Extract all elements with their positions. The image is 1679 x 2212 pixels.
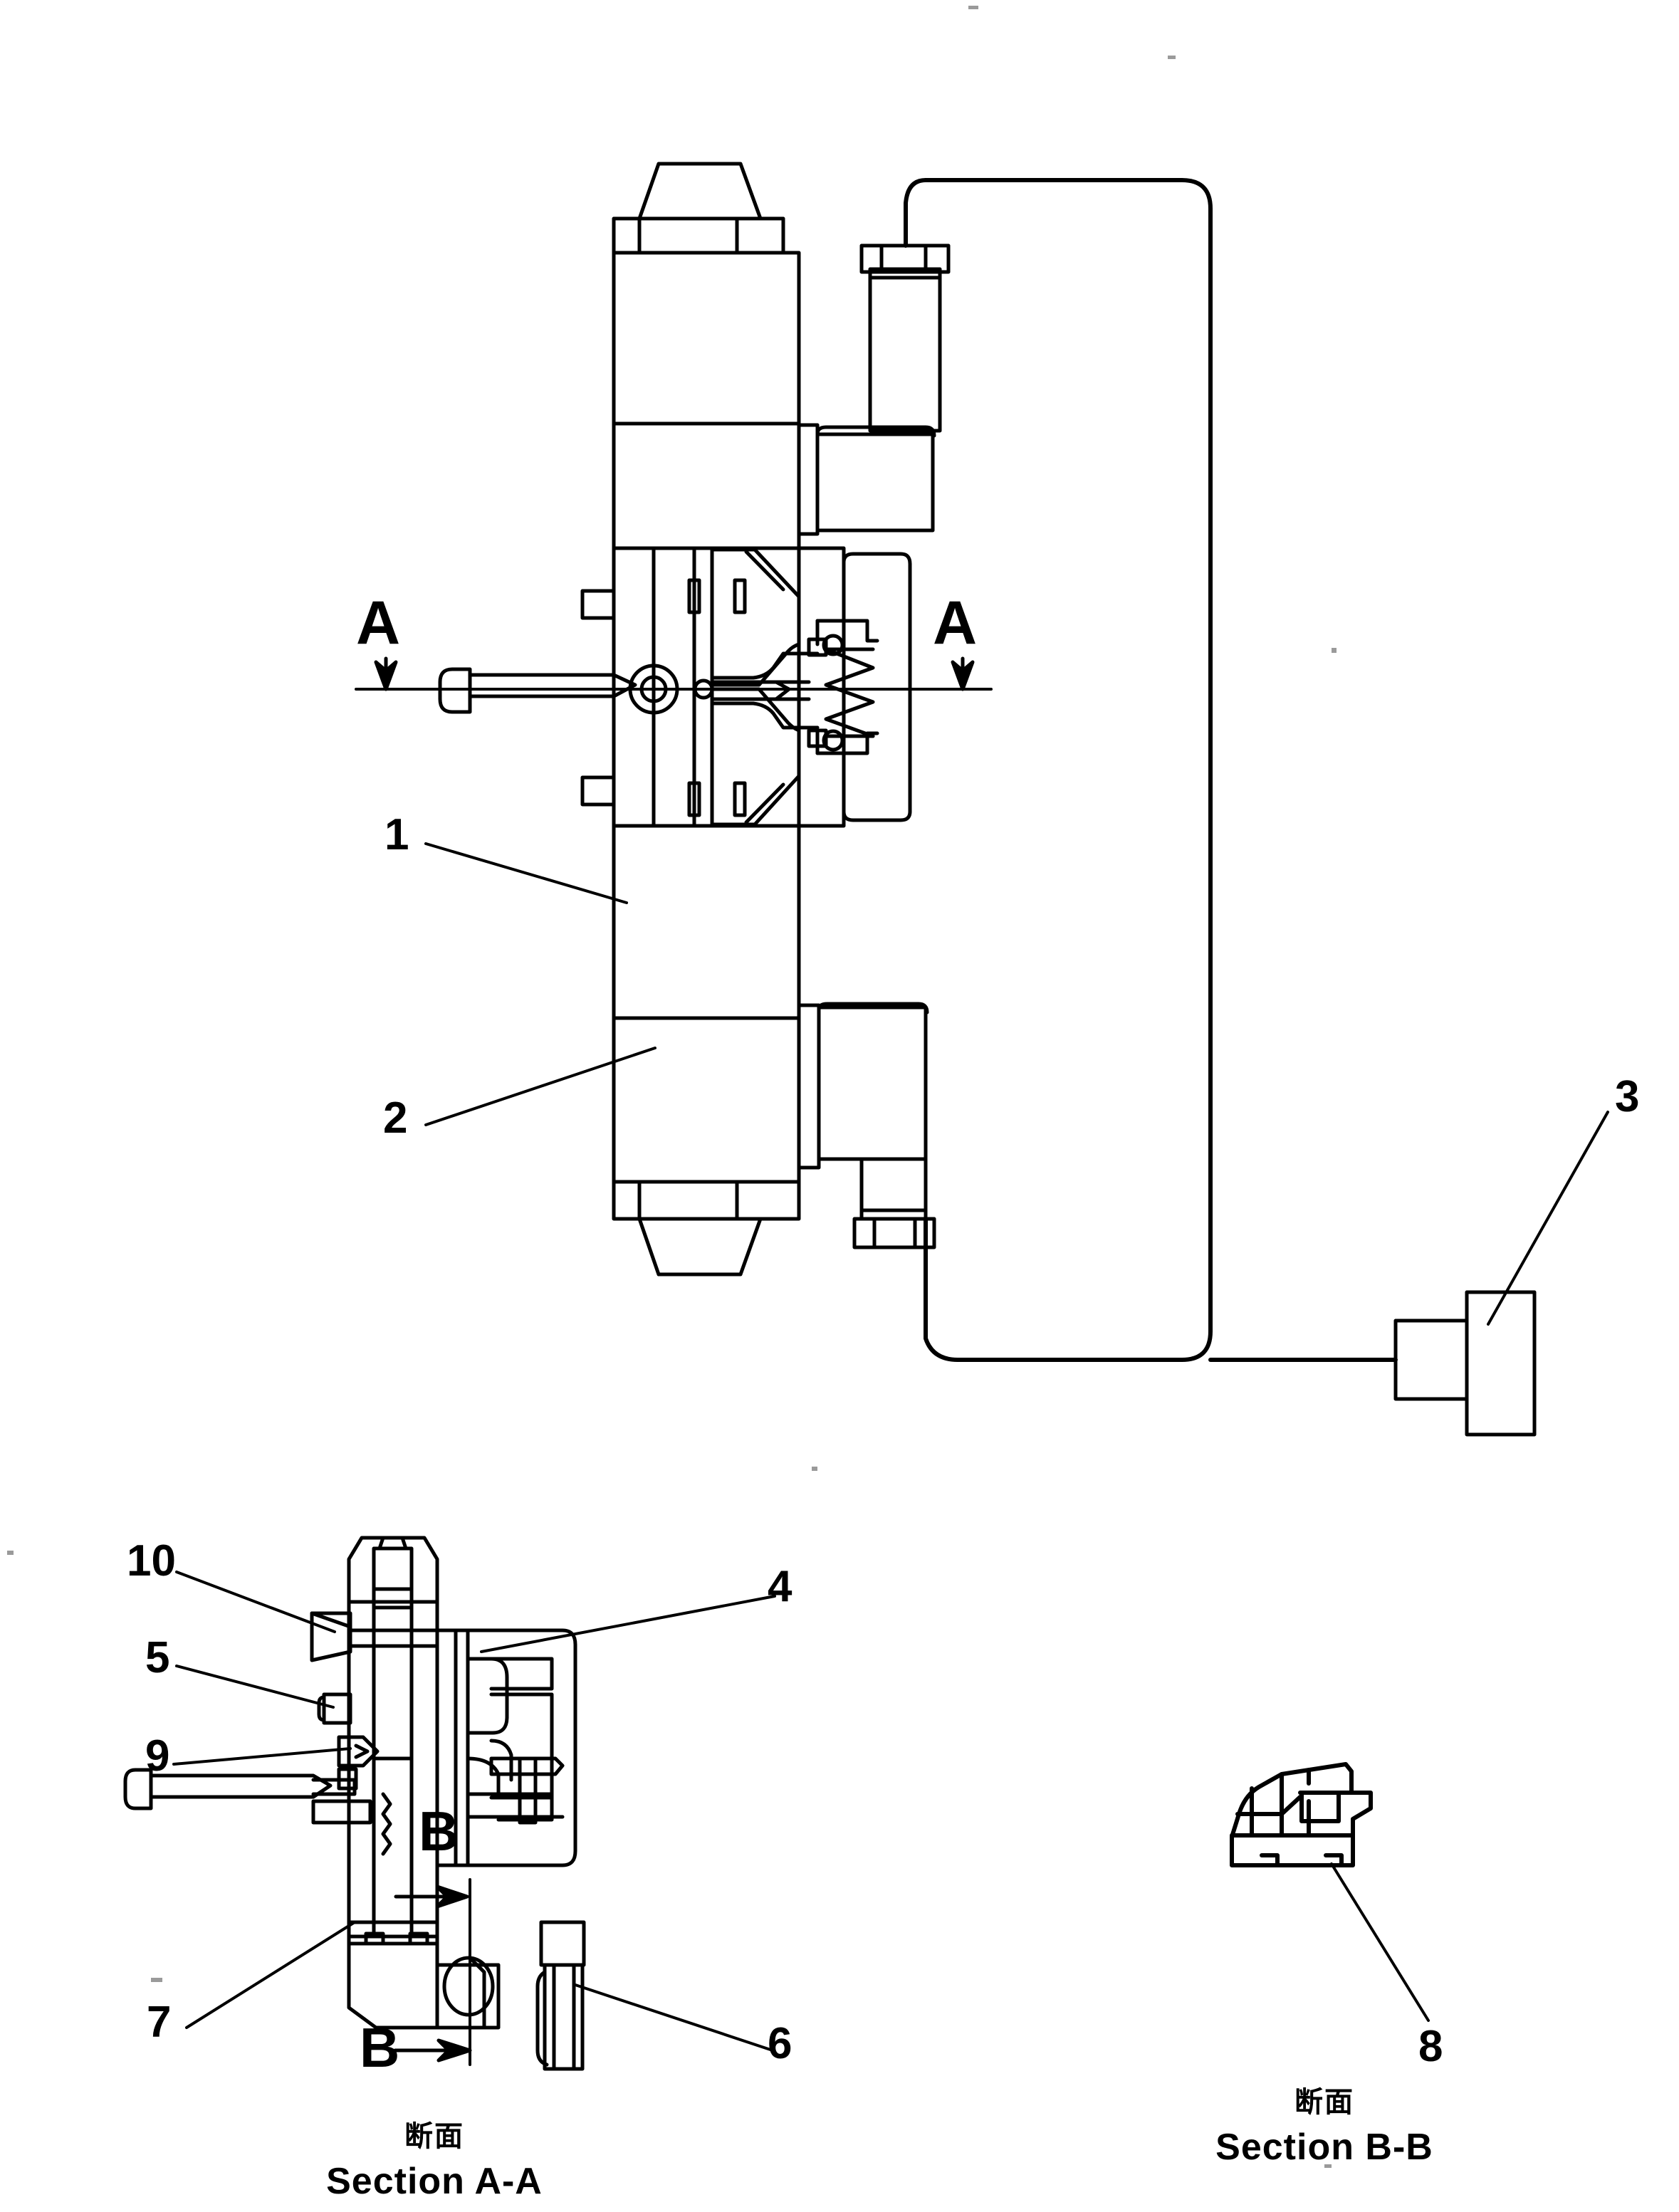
callout-3: 3 bbox=[1615, 1072, 1640, 1121]
scan-speck bbox=[151, 1978, 162, 1982]
callout-1: 1 bbox=[385, 810, 409, 859]
callout-7: 7 bbox=[147, 1998, 172, 2047]
connector-item3 bbox=[1393, 1290, 1537, 1437]
caption-section-bb-jp: 断面 bbox=[1294, 2087, 1354, 2118]
leader-lines-main bbox=[424, 842, 1609, 1326]
valve-body-lower bbox=[612, 824, 936, 1277]
section-marker-b-upper: B bbox=[419, 1800, 459, 1862]
caption-section-aa: 断面 Section A-A bbox=[235, 2113, 634, 2203]
hydraulic-hose-loop bbox=[904, 178, 1398, 1362]
scan-speck bbox=[812, 1467, 817, 1471]
leader-line-section-bb bbox=[1330, 1862, 1430, 2022]
section-marker-a-right: A bbox=[933, 589, 978, 657]
callout-6: 6 bbox=[768, 2019, 793, 2068]
callout-4: 4 bbox=[768, 1562, 793, 1611]
section-aa-drawing bbox=[123, 1536, 586, 2071]
caption-section-aa-jp: 断面 bbox=[404, 2121, 464, 2152]
section-marker-b-lower: B bbox=[360, 2016, 400, 2079]
section-bb-drawing bbox=[1230, 1762, 1373, 1867]
section-marker-arrows-a bbox=[374, 656, 975, 691]
scan-speck bbox=[968, 6, 978, 9]
callout-10: 10 bbox=[127, 1536, 176, 1585]
scan-speck bbox=[1324, 2164, 1332, 2168]
callout-9: 9 bbox=[145, 1731, 170, 1781]
caption-section-bb: 断面 Section B-B bbox=[1125, 2079, 1524, 2169]
caption-section-bb-en: Section B-B bbox=[1215, 2127, 1433, 2168]
callout-2: 2 bbox=[383, 1094, 408, 1143]
valve-body-main bbox=[612, 162, 951, 550]
callout-5: 5 bbox=[145, 1633, 170, 1682]
section-marker-a-left: A bbox=[356, 589, 401, 657]
callout-8: 8 bbox=[1418, 2022, 1443, 2071]
scan-speck bbox=[7, 1551, 14, 1555]
scan-speck bbox=[1332, 648, 1337, 653]
caption-section-aa-en: Section A-A bbox=[326, 2161, 543, 2202]
leader-lines-section-aa bbox=[172, 1571, 776, 2052]
scan-speck bbox=[1168, 56, 1176, 59]
